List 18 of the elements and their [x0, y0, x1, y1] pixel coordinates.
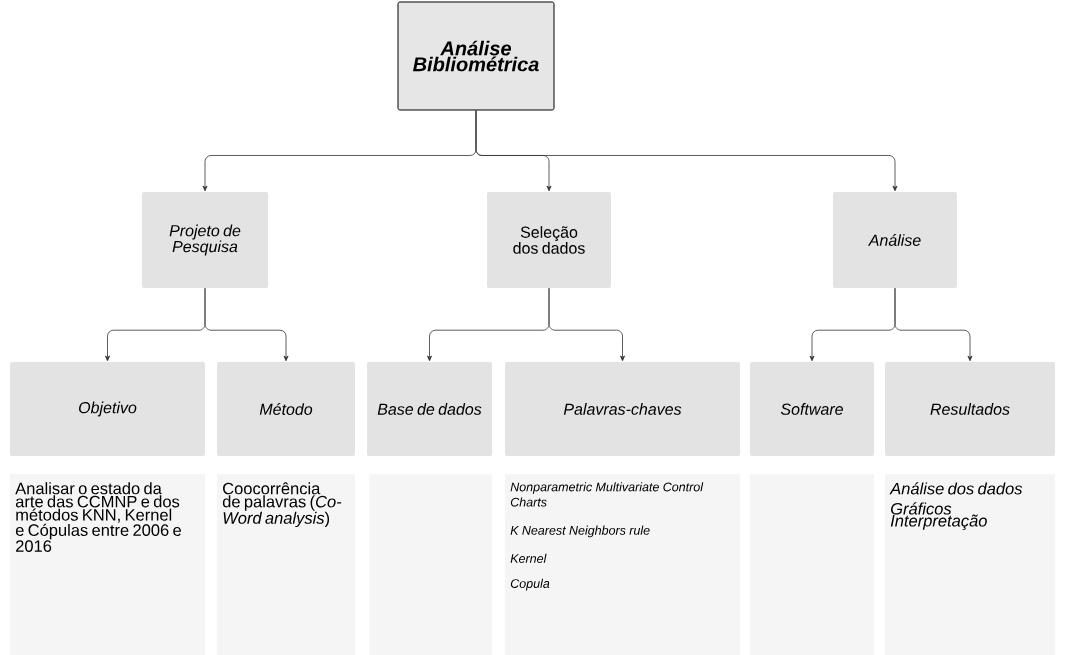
arrow [204, 287, 289, 362]
category-box: Base de dados [367, 362, 492, 456]
category-box: Objetivo [10, 362, 205, 456]
category-box: Seleção dos dados [487, 192, 611, 288]
detail-cell: Análise dos dados Gráficos Interpretação [885, 474, 1055, 655]
detail-cell: Coocorrência de palavras (Co-Word analysis) [217, 474, 355, 655]
arrow [548, 287, 625, 362]
arrow [894, 287, 973, 362]
title-box: Análise Bibliométrica [397, 1, 555, 111]
category-box: Resultados [885, 362, 1055, 456]
detail-cell: Nonparametric Multivariate Control Charts K Nearest Neighbors rule Kernel Copula [505, 474, 740, 655]
category-box: Palavras-chaves [505, 362, 740, 456]
category-box: Método [217, 362, 355, 456]
category-box: Projeto de Pesquisa [142, 192, 268, 288]
detail-cell: Analisar o estado da arte das CCMNP e dos métodos KNN, Kernel e Cópulas entre 2006 e 2016 [10, 474, 205, 655]
category-box: Análise [833, 192, 957, 288]
arrow [475, 110, 898, 192]
category-box: Software [750, 362, 874, 456]
